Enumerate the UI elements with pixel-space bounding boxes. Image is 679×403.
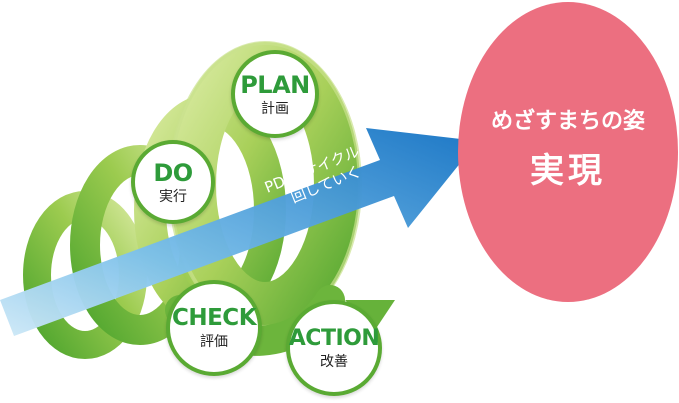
goal-circle: めざすまちの姿 実現 (458, 2, 678, 302)
do-label: DO (153, 158, 193, 187)
action-bubble: ACTION 改善 (286, 300, 382, 396)
do-sublabel: 実行 (159, 188, 187, 205)
plan-bubble: PLAN 計画 (231, 50, 319, 138)
goal-subtitle: 実現 (530, 150, 606, 191)
pdca-arrow (0, 128, 478, 336)
plan-sublabel: 計画 (261, 100, 289, 117)
check-sublabel: 評価 (200, 334, 228, 350)
plan-label: PLAN (240, 70, 310, 99)
goal-title: めざすまちの姿 (490, 108, 645, 134)
check-bubble: CHECK 評価 (166, 280, 262, 376)
action-label: ACTION (288, 325, 380, 351)
do-bubble: DO 実行 (131, 140, 215, 224)
check-label: CHECK (171, 305, 257, 331)
action-sublabel: 改善 (320, 353, 348, 370)
